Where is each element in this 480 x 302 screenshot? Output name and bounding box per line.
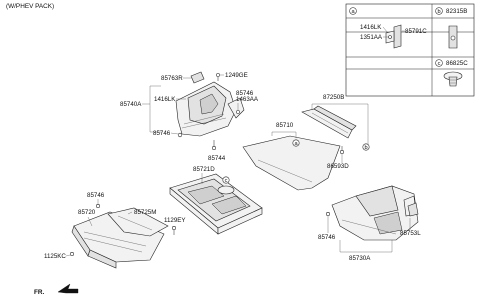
label-85740a: 85740A xyxy=(120,101,142,108)
legend-letter-b: b xyxy=(437,9,440,15)
floor-cover-85720 xyxy=(71,211,165,269)
legend-letter-a: a xyxy=(351,9,355,15)
label-1416lk-legend: 1416LK xyxy=(360,24,382,31)
legend-code-b: 82315B xyxy=(446,8,467,15)
legend-code-c: 86825C xyxy=(446,60,468,67)
clip-82315b-drawing xyxy=(448,25,458,49)
tray-85721d xyxy=(169,173,263,235)
label-85725m: 85725M xyxy=(134,209,156,216)
label-85746-right: 85746 xyxy=(318,234,336,241)
board-85725m xyxy=(107,207,169,237)
clip-85746-top xyxy=(236,110,240,114)
label-1249ge: 1249GE xyxy=(225,72,248,79)
label-85753l: 85753L xyxy=(400,230,421,237)
cover-85753l xyxy=(407,202,419,217)
label-1351aa-legend: 1351AA xyxy=(360,34,383,41)
label-85710: 85710 xyxy=(276,122,294,129)
front-arrow-icon xyxy=(57,283,79,294)
sill-plate-87250b xyxy=(301,105,357,139)
bracket-85791c-drawing xyxy=(385,24,402,49)
legend-table: a b 82315B c 86825C 1416LK 1351AA 85791C xyxy=(345,3,475,97)
side-trim-85740a xyxy=(175,81,245,137)
label-85746-left: 85746 xyxy=(153,130,171,137)
label-85791c-legend: 85791C xyxy=(405,28,427,35)
marker-b xyxy=(362,143,370,151)
legend-marker-b xyxy=(435,7,443,15)
label-85744: 85744 xyxy=(208,155,226,162)
marker-c xyxy=(222,176,230,184)
marker-c-letter: c xyxy=(225,178,228,184)
label-85763r: 85763R xyxy=(161,75,183,82)
label-1416lk: 1416LK xyxy=(154,96,176,103)
label-85730a: 85730A xyxy=(349,255,371,262)
label-85746-top: 85746 xyxy=(236,90,254,97)
label-85746-mid: 85746 xyxy=(87,192,105,199)
marker-a-letter: a xyxy=(294,141,298,147)
label-87250b: 87250B xyxy=(323,94,344,101)
label-1125kc: 1125KC xyxy=(44,253,66,260)
marker-b-letter: b xyxy=(364,145,367,151)
fastener-85744 xyxy=(212,140,216,150)
marker-a xyxy=(292,139,300,147)
bolt-1125kc xyxy=(70,252,74,256)
label-1463aa: 1463AA xyxy=(236,96,259,103)
clip-86825c-drawing xyxy=(443,71,463,87)
legend-letter-c: c xyxy=(438,61,441,67)
clip-85746-left xyxy=(177,132,183,138)
bolt-1129ey xyxy=(172,226,176,235)
bolt-1249ge xyxy=(216,73,220,81)
cover-85763r xyxy=(190,71,205,84)
front-direction-label: FR. xyxy=(34,289,45,296)
label-85721d: 85721D xyxy=(193,166,215,173)
variant-label: (W/PHEV PACK) xyxy=(6,3,54,10)
luggage-board-85710 xyxy=(242,135,341,191)
legend-marker-a xyxy=(349,7,357,15)
label-1129ey: 1129EY xyxy=(164,217,186,224)
label-86593d: 86593D xyxy=(327,163,349,170)
legend-marker-c xyxy=(435,59,443,67)
clip-86593d xyxy=(340,146,344,154)
clip-85746-right xyxy=(326,212,330,216)
clip-85746-mid xyxy=(96,204,100,208)
label-85720: 85720 xyxy=(78,209,96,216)
